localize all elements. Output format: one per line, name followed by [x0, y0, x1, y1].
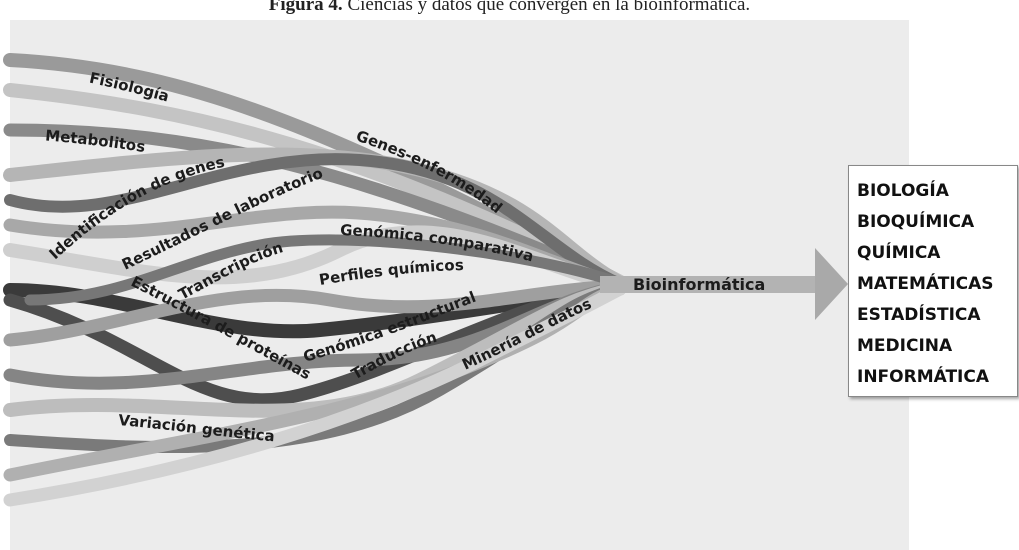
- figure-caption: Figura 4. Ciencias y datos que convergen…: [0, 0, 1019, 16]
- discipline-item: BIOQUÍMICA: [857, 212, 975, 232]
- strand-ribbon: [4, 153, 626, 290]
- strand-ribbon: [3, 279, 627, 407]
- strand-ribbon: [3, 282, 627, 507]
- discipline-item: ESTADÍSTICA: [857, 305, 981, 325]
- strand-ribbon: [24, 234, 626, 306]
- strand-ribbon: [3, 83, 627, 289]
- caption-text: Ciencias y datos que convergen en la bio…: [347, 0, 751, 15]
- convergence-label: Bioinformática: [633, 275, 765, 294]
- discipline-item: QUÍMICA: [857, 243, 941, 263]
- discipline-item: INFORMÁTICA: [857, 367, 990, 387]
- strand-ribbon: [3, 279, 627, 347]
- discipline-item: MATEMÁTICAS: [857, 274, 994, 294]
- discipline-item: MEDICINA: [857, 336, 953, 356]
- disciplines-box: BIOLOGÍA BIOQUÍMICA QUÍMICA MATEMÁTICAS …: [848, 165, 1018, 397]
- convergence-arrowhead-icon: [815, 248, 848, 320]
- convergence-shaft: [600, 276, 820, 293]
- caption-label: Figura 4.: [268, 0, 343, 15]
- strand-label: Perfiles químicos: [318, 256, 464, 289]
- discipline-item: BIOLOGÍA: [857, 181, 949, 201]
